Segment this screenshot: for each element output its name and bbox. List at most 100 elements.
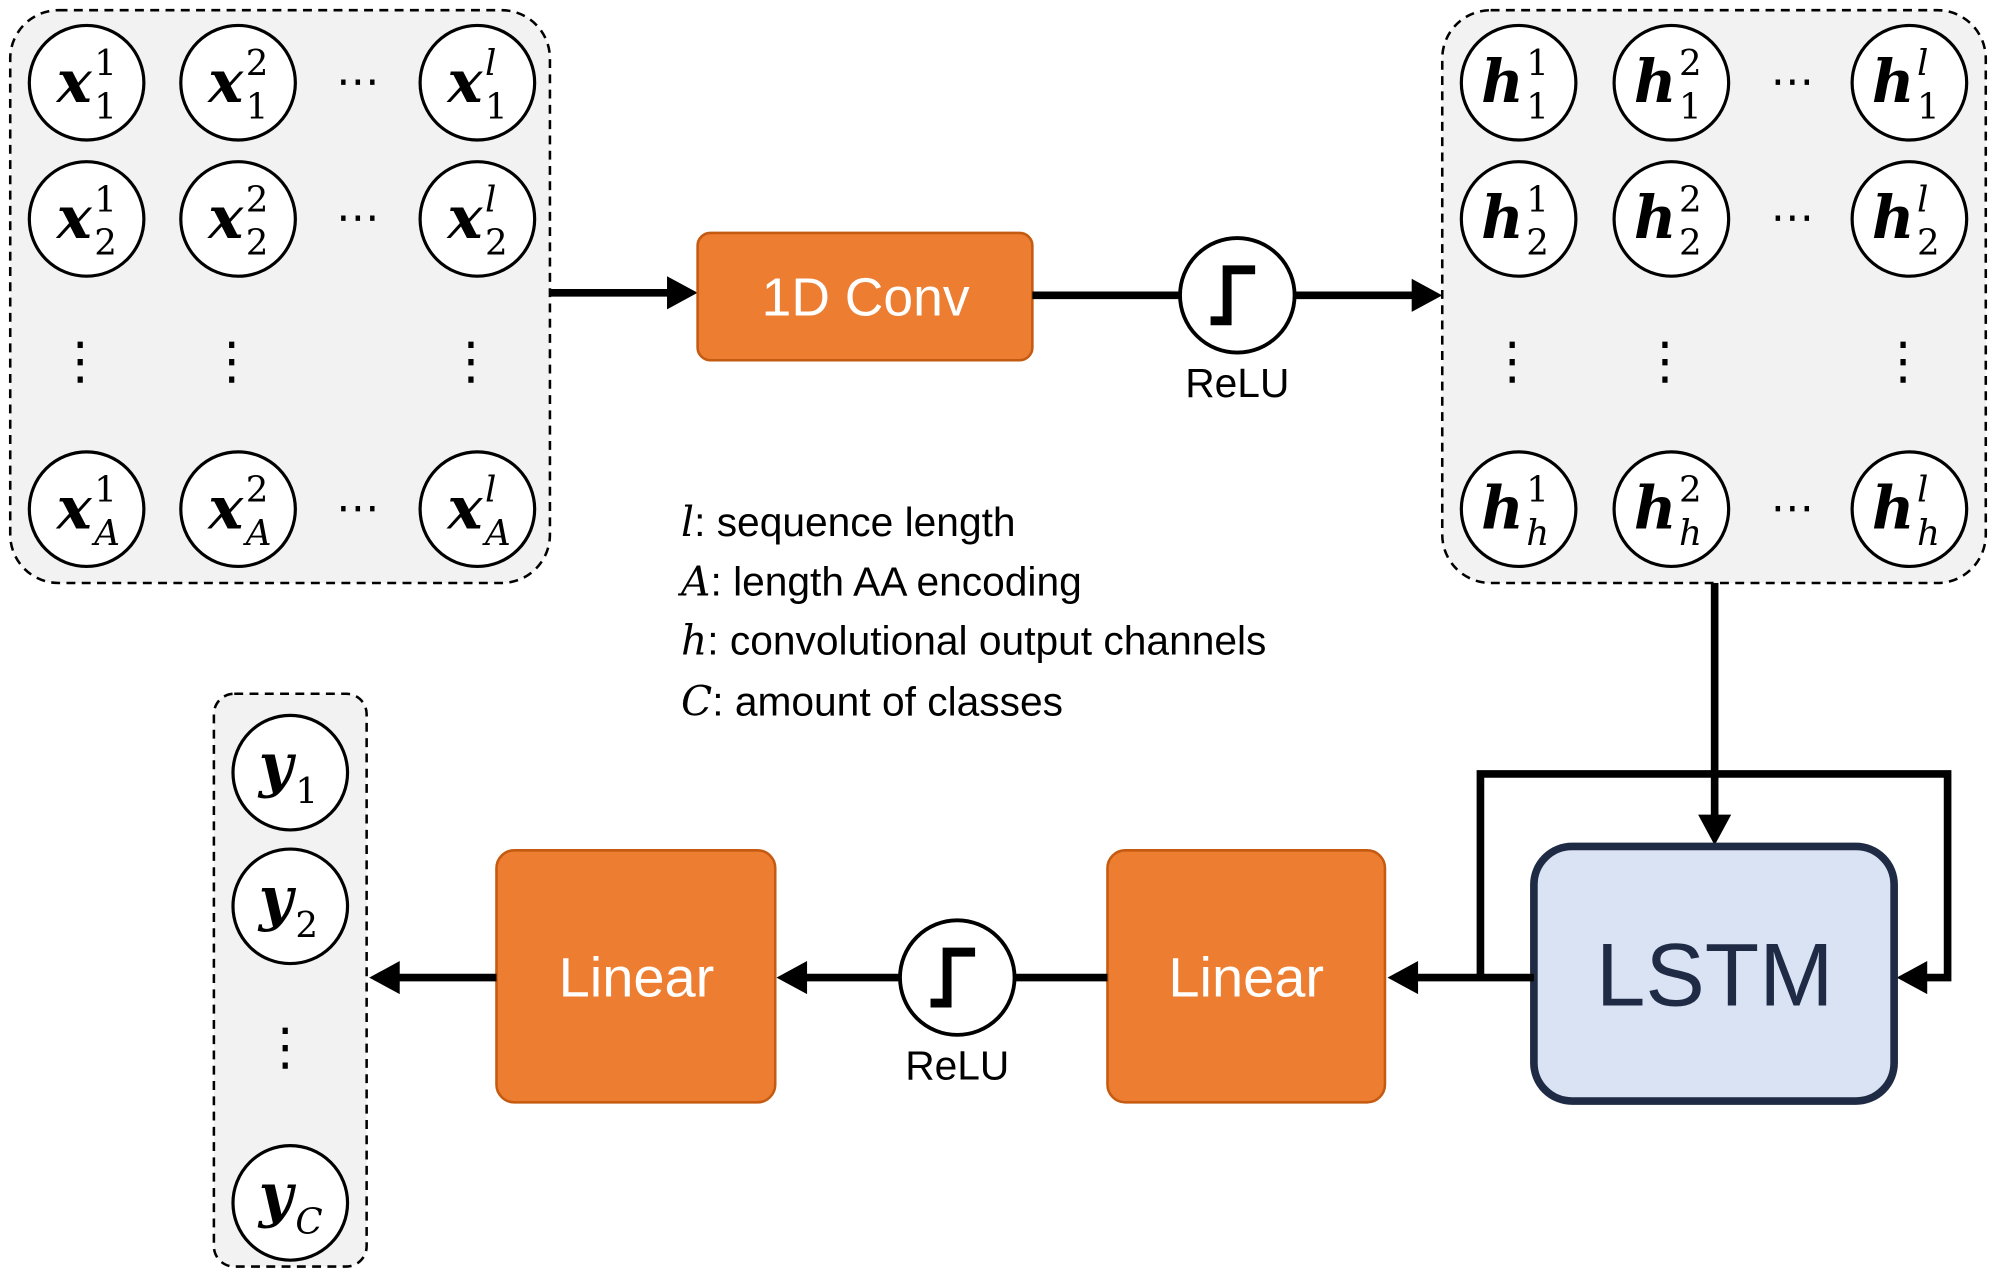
node-symbol: h [1634,183,1677,252]
node-circle [1459,23,1578,142]
node-subscript: 2 [1917,223,1940,264]
linear-left-label: Linear [559,946,715,1009]
vertical-ellipsis: ⋮ [206,332,257,391]
node-symbol: x [206,183,244,252]
vertical-ellipsis: ⋮ [1878,332,1929,391]
legend: l: sequence length A: length AA encoding… [677,498,1266,725]
node-circle [179,23,297,142]
relu-top-circle [1178,236,1297,355]
node-symbol: x [446,473,484,542]
node-superscript: 2 [246,43,269,84]
node-subscript: 2 [485,223,508,264]
legend-symbol: l [681,498,694,546]
horizontal-ellipsis: ⋯ [1771,193,1814,243]
horizontal-ellipsis: ⋯ [336,483,379,533]
node-symbol: y [257,730,297,799]
node-superscript: 1 [94,43,117,84]
node-circle [1850,23,1969,142]
linear-right-label: Linear [1168,946,1324,1009]
node-symbol: x [206,473,244,542]
node-subscript: A [91,513,120,554]
conv-block-label: 1D Conv [762,269,970,328]
arrowhead [369,961,400,995]
node-circle [418,450,537,569]
linear-block-right: Linear [1106,849,1387,1104]
relu-bottom-circle [898,918,1017,1037]
node-superscript: 1 [94,470,117,511]
legend-description: : convolutional output channels [707,617,1266,663]
arrowhead [1387,961,1419,995]
node-circle [418,23,537,142]
vertical-ellipsis: ⋮ [55,332,106,391]
vertical-ellipsis: ⋮ [1640,332,1691,391]
node-symbol: h [1872,473,1915,542]
node-superscript: 1 [1526,179,1549,220]
node-subscript: h [1917,513,1940,554]
node-subscript: 2 [295,905,318,946]
arrowhead [1896,961,1928,995]
node-subscript: 1 [295,771,318,812]
legend-item: h: convolutional output channels [681,616,1266,664]
node-circle [179,450,297,569]
legend-symbol: C [681,677,712,725]
legend-symbol: h [681,616,707,664]
node-symbol: h [1481,473,1524,542]
node-superscript: l [485,43,496,84]
node-circle [231,1144,350,1262]
arrowhead [667,276,698,310]
node-subscript: 2 [246,223,269,264]
node-circle [179,160,297,278]
linear-block-left: Linear [495,849,777,1104]
node-circle [27,450,146,569]
node-superscript: 2 [1679,43,1702,84]
lstm-block-label: LSTM [1596,925,1834,1025]
node-symbol: x [446,183,484,252]
node-symbol: h [1481,183,1524,252]
node-superscript: l [1917,179,1928,220]
node-circle [418,160,537,278]
relu-bottom-label: ReLU [905,1042,1009,1088]
node-subscript: 2 [1679,223,1702,264]
legend-description: : sequence length [694,499,1015,545]
node-symbol: y [257,864,297,933]
node-superscript: 2 [1679,179,1702,220]
node-subscript: 1 [1526,86,1549,127]
node-superscript: l [485,470,496,511]
vertical-ellipsis: ⋮ [260,1018,311,1077]
legend-item: C: amount of classes [681,677,1063,725]
node-symbol: h [1634,473,1677,542]
node-subscript: 2 [94,223,117,264]
node-subscript: 1 [485,86,508,127]
node-symbol: h [1481,47,1524,116]
node-superscript: l [1917,43,1928,84]
node-symbol: x [206,47,244,116]
node-subscript: h [1679,513,1702,554]
node-subscript: 1 [246,86,269,127]
node-subscript: h [1526,513,1549,554]
relu-step-icon [1210,265,1256,326]
node-circle [231,847,350,966]
node-circle [1612,160,1731,278]
node-subscript: A [243,513,272,554]
node-symbol: x [55,473,93,542]
horizontal-ellipsis: ⋯ [1771,483,1814,533]
node-superscript: 2 [1679,470,1702,511]
legend-symbol: A [677,558,710,606]
node-subscript: 1 [1917,86,1940,127]
legend-item: l: sequence length [681,498,1016,546]
horizontal-ellipsis: ⋯ [336,56,379,106]
hidden-matrix-frame [1440,8,1988,585]
node-circle [231,713,350,832]
